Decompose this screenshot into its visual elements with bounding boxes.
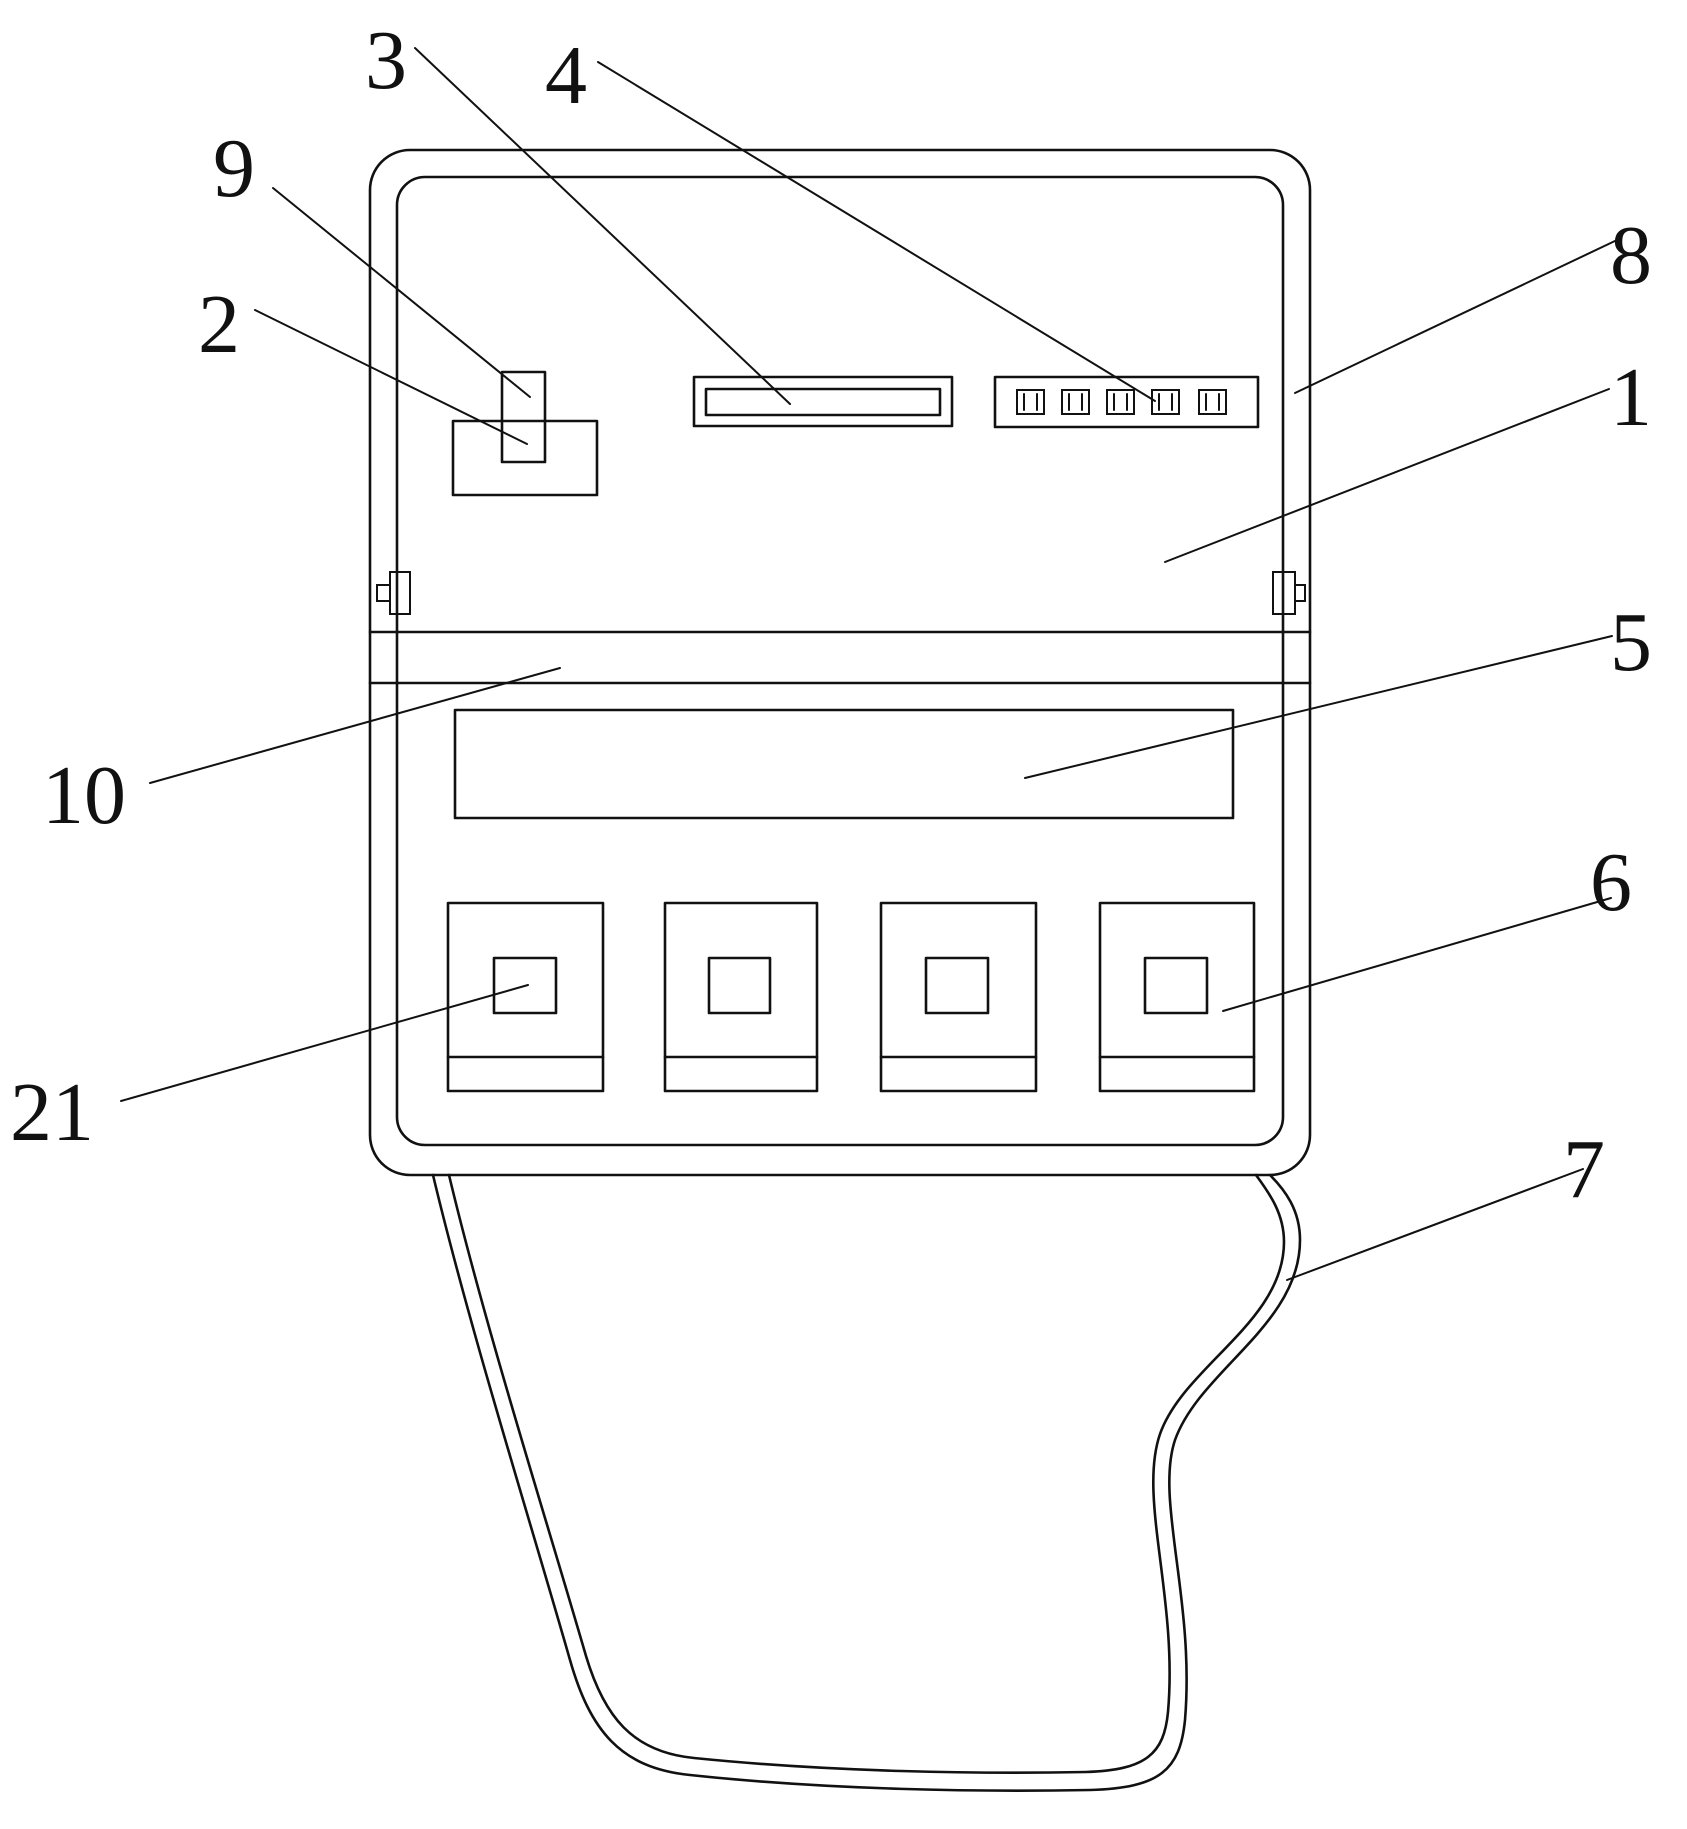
leader-7 [1286,1168,1584,1281]
left-hinge-tab [389,571,411,615]
leader-4 [597,61,1156,402]
switch-lever [500,370,547,464]
leader-2 [254,309,528,445]
pouch [431,1173,1302,1792]
label-21: 21 [10,1066,94,1159]
hinge-tabs [376,571,1306,615]
housing-outer-frame [368,148,1312,1177]
housing [368,148,1312,1177]
button-module-3 [879,901,1038,1093]
leader-9 [272,187,531,398]
button-modules [446,901,1256,1093]
button-1 [492,956,558,1015]
housing-inner-frame [395,175,1285,1147]
pouch-outer-edge [431,1173,1302,1792]
button-2 [707,956,772,1015]
display-panel [453,708,1235,820]
right-hinge-knob [1294,584,1306,602]
button-4 [1143,956,1209,1015]
port-strip-frame [993,375,1260,429]
button-module-1 [446,901,605,1093]
label-8: 8 [1610,209,1652,302]
leader-6 [1222,897,1612,1012]
hinge-strip [368,630,1312,685]
switch-block [451,370,599,497]
label-3: 3 [365,14,407,107]
button-3 [924,956,990,1015]
card-slot-outer [692,375,954,428]
label-6: 6 [1590,836,1632,929]
label-9: 9 [213,122,255,215]
leader-lines [120,47,1618,1281]
leader-3 [414,47,791,405]
port-strip [993,375,1260,429]
card-slot [692,375,954,428]
left-hinge-knob [376,584,391,602]
port-5 [1198,389,1227,415]
leader-10 [149,667,561,784]
port-4 [1151,389,1180,415]
button-module-4 [1098,901,1256,1093]
label-2: 2 [198,278,240,371]
button-module-2 [663,901,819,1093]
port-2 [1061,389,1090,415]
card-slot-inner [704,387,942,417]
label-5: 5 [1610,596,1652,689]
switch-base [451,419,599,497]
leader-5 [1024,635,1613,779]
label-7: 7 [1563,1123,1605,1216]
reference-labels: 3 4 9 2 8 1 5 10 6 21 7 [10,14,1652,1216]
port-3 [1106,389,1135,415]
leader-1 [1164,388,1610,563]
label-10: 10 [42,749,126,842]
label-4: 4 [545,29,587,122]
label-1: 1 [1610,351,1652,444]
leader-21 [120,984,529,1102]
pouch-inner-edge [447,1173,1286,1774]
leader-8 [1294,239,1618,394]
port-1 [1016,389,1045,415]
